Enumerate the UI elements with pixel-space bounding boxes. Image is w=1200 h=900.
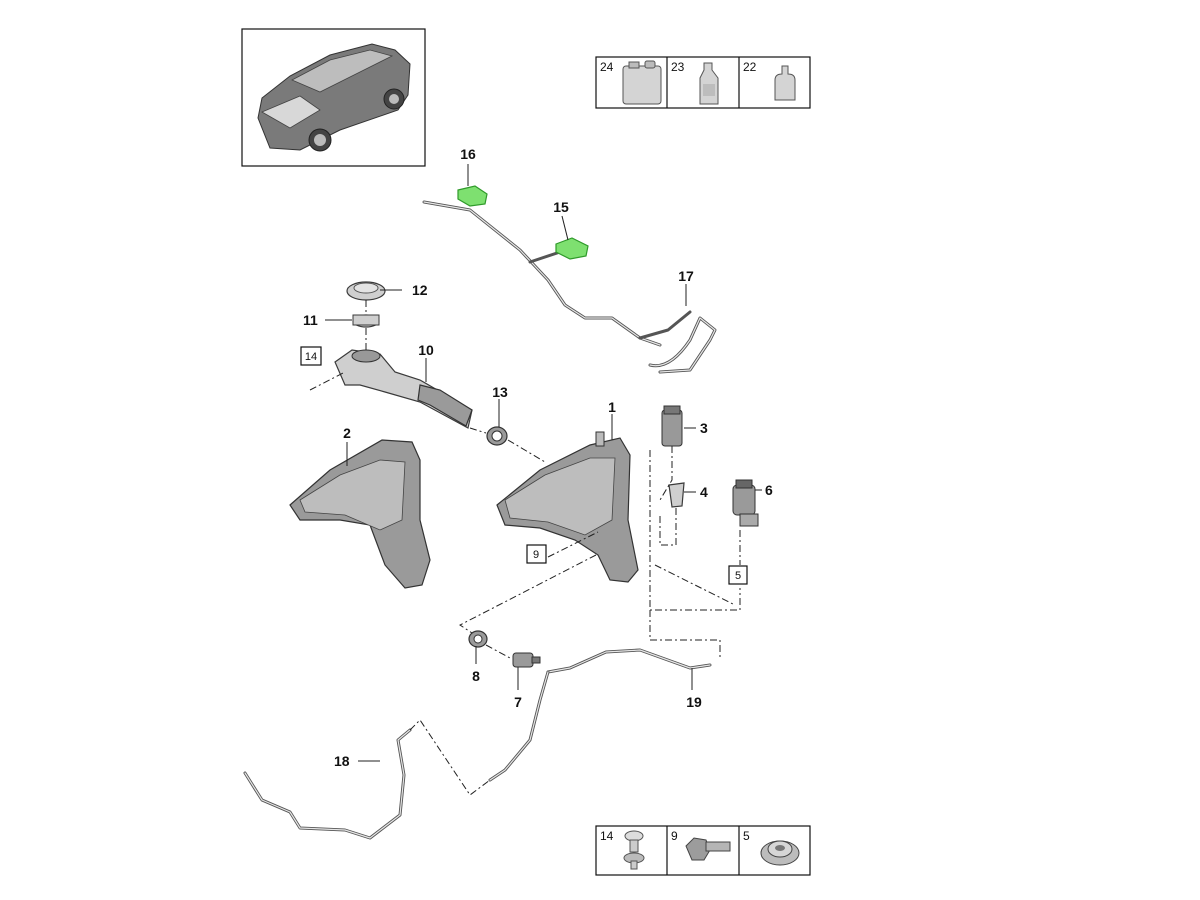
callout-16: 16 [460, 146, 476, 162]
leader-lines [325, 164, 762, 762]
boxed-callout-9: 9 [533, 549, 539, 561]
nozzle-16 [457, 185, 488, 207]
legend-bottom-9-label: 9 [671, 829, 678, 843]
sensor-7 [512, 652, 541, 668]
small-bottle-icon [774, 65, 796, 101]
callout-8: 8 [472, 668, 480, 684]
washer-pump-6 [732, 479, 759, 527]
washer-hose-19 [546, 648, 712, 674]
legend-top: 24 23 22 [595, 56, 811, 109]
clip-icon [623, 830, 645, 870]
legend-top-22-label: 22 [743, 60, 757, 74]
legend-bottom-14-label: 14 [600, 829, 614, 843]
bolt-icon [685, 837, 731, 861]
callout-10: 10 [418, 342, 434, 358]
legend-top-24-label: 24 [600, 60, 614, 74]
callout-13: 13 [492, 384, 508, 400]
reservoir-1 [496, 431, 639, 583]
nut-icon [760, 840, 800, 866]
legend-bottom: 14 9 5 [595, 825, 811, 876]
callout-2: 2 [343, 425, 351, 441]
callout-12: 12 [412, 282, 428, 298]
bottle-icon [699, 62, 719, 105]
assembly-lines [309, 300, 741, 796]
callout-15: 15 [553, 199, 569, 215]
grommet-4 [668, 482, 685, 508]
boxed-callouts: 14 9 5 [300, 346, 748, 585]
callout-19: 19 [686, 694, 702, 710]
callout-1: 1 [608, 399, 616, 415]
callouts: 16 15 17 12 11 10 13 1 2 3 4 6 8 7 19 18 [303, 146, 773, 769]
callout-17: 17 [678, 268, 694, 284]
grommet-13 [486, 426, 508, 446]
washer-hose-upper [422, 200, 717, 374]
callout-6: 6 [765, 482, 773, 498]
seal-11 [352, 314, 380, 328]
filler-neck-10 [334, 349, 473, 429]
legend-top-23-label: 23 [671, 60, 685, 74]
boxed-callout-14: 14 [305, 351, 317, 363]
grommet-8 [468, 630, 488, 648]
boxed-callout-5: 5 [735, 570, 741, 582]
cap-12 [346, 281, 386, 301]
callout-4: 4 [700, 484, 708, 500]
washer-hose-18 [243, 670, 550, 840]
callout-18: 18 [334, 753, 350, 769]
nozzle-15 [555, 237, 589, 260]
reservoir-half-2 [289, 439, 431, 589]
callout-7: 7 [514, 694, 522, 710]
vehicle-thumbnail [241, 28, 426, 167]
legend-bottom-5-label: 5 [743, 829, 750, 843]
level-sensor-3 [661, 405, 683, 447]
canister-icon [622, 60, 662, 105]
callout-11: 11 [303, 312, 318, 328]
car-icon [257, 43, 411, 152]
callout-3: 3 [700, 420, 708, 436]
